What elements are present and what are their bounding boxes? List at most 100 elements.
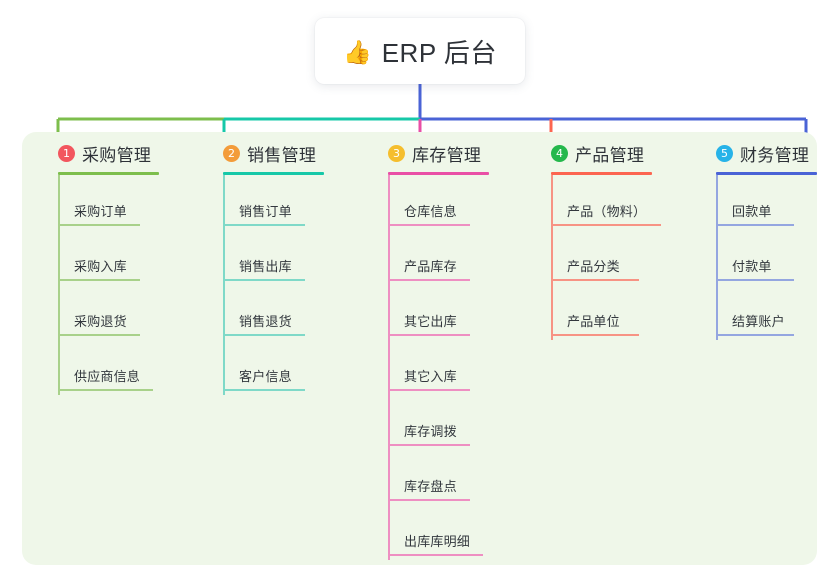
column-3[interactable]: 3 库存管理仓库信息产品库存其它出库其它入库库存调拨库存盘点出库库明细 (370, 140, 489, 560)
leaf-rule (388, 224, 470, 226)
leaf-label: 其它入库 (404, 369, 457, 384)
column-children-2: 销售订单销售出库销售退货客户信息 (205, 175, 324, 395)
leaf-rule (223, 334, 305, 336)
column-4[interactable]: 4 产品管理产品（物料） 产品分类产品单位 (533, 140, 661, 340)
root-title: ERP 后台 (381, 37, 497, 68)
leaf-label: 销售退货 (239, 314, 292, 329)
column-badge-3: 3 (388, 144, 405, 162)
column-children-4: 产品（物料） 产品分类产品单位 (533, 175, 661, 340)
leaf-label: 销售出库 (239, 259, 292, 274)
leaf-item[interactable]: 采购入库 (40, 230, 159, 285)
leaf-item[interactable]: 产品分类 (533, 230, 652, 285)
diagram-panel (22, 132, 817, 565)
column-spine-2 (223, 175, 225, 395)
leaf-item[interactable]: 销售订单 (205, 175, 324, 230)
root-node-card[interactable]: 👍 ERP 后台 (315, 18, 525, 84)
leaf-item[interactable]: 销售出库 (205, 230, 324, 285)
leaf-item[interactable]: 结算账户 (698, 285, 817, 340)
leaf-rule (551, 334, 639, 336)
column-rule-3 (388, 172, 489, 175)
column-badge-1: 1 (58, 144, 75, 162)
leaf-rule (388, 499, 470, 501)
leaf-item[interactable]: 付款单 (698, 230, 817, 285)
leaf-label: 产品分类 (567, 259, 620, 274)
leaf-label: 出库库明细 (404, 534, 471, 549)
leaf-item[interactable]: 产品库存 (370, 230, 489, 285)
leaf-label: 采购退货 (74, 314, 127, 329)
leaf-label: 回款单 (732, 204, 772, 219)
leaf-rule (58, 224, 140, 226)
column-title-3: 库存管理 (412, 145, 482, 165)
leaf-rule (716, 224, 794, 226)
leaf-item[interactable]: 销售退货 (205, 285, 324, 340)
leaf-rule (58, 389, 153, 391)
leaf-label: 其它出库 (404, 314, 457, 329)
leaf-rule (223, 279, 305, 281)
leaf-item[interactable]: 库存调拨 (370, 395, 489, 450)
column-title-4: 产品管理 (575, 145, 645, 165)
leaf-rule (388, 554, 483, 556)
column-spine-1 (58, 175, 60, 395)
leaf-label: 库存盘点 (404, 479, 457, 494)
column-header-3[interactable]: 3 库存管理 (370, 140, 489, 166)
column-title-2: 销售管理 (247, 145, 317, 165)
column-title-5: 财务管理 (740, 145, 810, 165)
leaf-rule (551, 279, 639, 281)
leaf-rule (223, 389, 305, 391)
leaf-rule (716, 279, 794, 281)
column-spine-3 (388, 175, 390, 560)
leaf-label: 产品库存 (404, 259, 457, 274)
column-spine-4 (551, 175, 553, 340)
leaf-item[interactable]: 产品单位 (533, 285, 652, 340)
column-badge-5: 5 (716, 144, 733, 162)
leaf-item[interactable]: 供应商信息 (40, 340, 159, 395)
column-rule-1 (58, 172, 159, 175)
column-rule-2 (223, 172, 324, 175)
leaf-label: 结算账户 (732, 314, 785, 329)
column-children-5: 回款单付款单结算账户 (698, 175, 817, 340)
leaf-label: 产品单位 (567, 314, 620, 329)
column-title-1: 采购管理 (82, 145, 152, 165)
leaf-label: 仓库信息 (404, 204, 457, 219)
leaf-rule (58, 279, 140, 281)
leaf-item[interactable]: 回款单 (698, 175, 817, 230)
leaf-label: 供应商信息 (74, 369, 141, 384)
leaf-rule (388, 334, 470, 336)
leaf-rule (716, 334, 794, 336)
leaf-item[interactable]: 客户信息 (205, 340, 324, 395)
leaf-label: 付款单 (732, 259, 772, 274)
column-1[interactable]: 1 采购管理采购订单采购入库采购退货供应商信息 (40, 140, 159, 395)
column-children-3: 仓库信息产品库存其它出库其它入库库存调拨库存盘点出库库明细 (370, 175, 489, 560)
column-rule-5 (716, 172, 817, 175)
column-header-4[interactable]: 4 产品管理 (533, 140, 652, 166)
leaf-item[interactable]: 采购订单 (40, 175, 159, 230)
leaf-rule (388, 389, 470, 391)
column-5[interactable]: 5 财务管理回款单付款单结算账户 (698, 140, 817, 340)
leaf-item[interactable]: 出库库明细 (370, 505, 489, 560)
column-rule-4 (551, 172, 652, 175)
leaf-label: 客户信息 (239, 369, 292, 384)
thumbs-up-icon: 👍 (343, 38, 372, 65)
column-header-1[interactable]: 1 采购管理 (40, 140, 159, 166)
leaf-label: 采购订单 (74, 204, 127, 219)
leaf-item[interactable]: 库存盘点 (370, 450, 489, 505)
leaf-label: 库存调拨 (404, 424, 457, 439)
column-2[interactable]: 2 销售管理销售订单销售出库销售退货客户信息 (205, 140, 324, 395)
column-badge-4: 4 (551, 144, 568, 162)
leaf-item[interactable]: 其它入库 (370, 340, 489, 395)
leaf-item[interactable]: 其它出库 (370, 285, 489, 340)
column-header-2[interactable]: 2 销售管理 (205, 140, 324, 166)
leaf-item[interactable]: 仓库信息 (370, 175, 489, 230)
column-children-1: 采购订单采购入库采购退货供应商信息 (40, 175, 159, 395)
column-header-5[interactable]: 5 财务管理 (698, 140, 817, 166)
leaf-item[interactable]: 产品（物料） (533, 175, 661, 230)
leaf-item[interactable]: 采购退货 (40, 285, 159, 340)
leaf-rule (223, 224, 305, 226)
leaf-rule (388, 444, 470, 446)
column-badge-2: 2 (223, 144, 240, 162)
leaf-rule (551, 224, 661, 226)
leaf-rule (388, 279, 470, 281)
leaf-label: 产品（物料） (567, 204, 647, 219)
column-spine-5 (716, 175, 718, 340)
leaf-label: 销售订单 (239, 204, 292, 219)
